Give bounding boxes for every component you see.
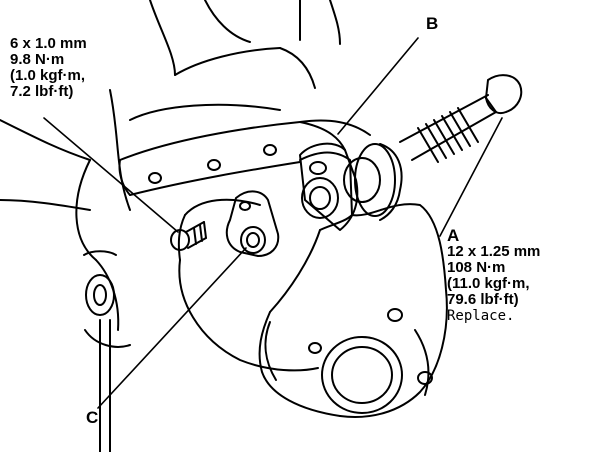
callout-top-left: 6 x 1.0 mm 9.8 N·m (1.0 kgf·m, 7.2 lbf·f… [10,36,87,100]
bolt-a [399,74,523,163]
backing-plate [177,198,319,372]
callout-top-left-size: 6 x 1.0 mm [10,35,87,52]
callout-a-torque-kgfm: (11.0 kgf·m, [447,275,530,292]
leader-c [97,247,247,409]
leader-lines [43,37,503,409]
stabilizer-link [75,159,131,452]
leader-top-left [43,117,179,233]
callout-top-left-torque-nm: 9.8 N·m [10,51,65,68]
callout-a-note: Replace. [447,308,515,324]
body-contour [0,0,341,211]
callout-b-letter: B [426,14,439,33]
callout-a-letter: A [447,226,460,245]
callout-a-size: 12 x 1.25 mm [447,243,541,260]
leader-a [439,117,503,237]
steering-knuckle [258,151,448,418]
bushing-housing [299,142,403,231]
small-bolt [170,221,207,251]
bracket-c [225,190,280,257]
leader-b [337,37,419,135]
callout-a-torque-lbfft: 79.6 lbf·ft) [447,291,519,308]
callout-top-left-torque-lbfft: 7.2 lbf·ft) [10,83,74,100]
callout-a: A 12 x 1.25 mm 108 N·m (11.0 kgf·m, 79.6… [447,226,541,324]
callout-c-letter: C [86,408,99,427]
callout-a-torque-nm: 108 N·m [447,259,506,276]
callout-top-left-torque-kgfm: (1.0 kgf·m, [10,67,86,84]
